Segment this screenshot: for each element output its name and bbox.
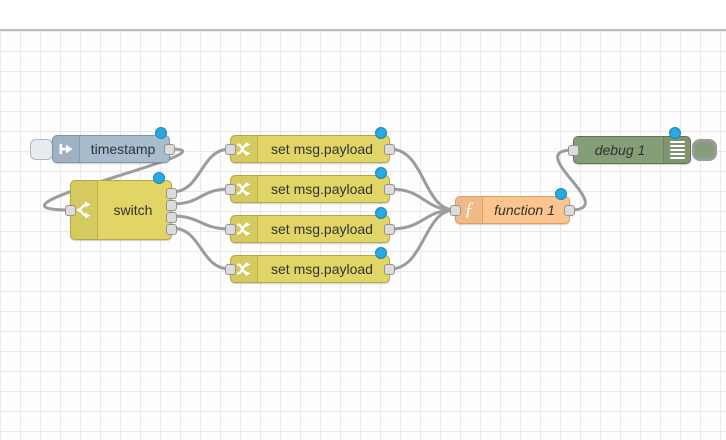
output-port[interactable]: [384, 143, 395, 155]
inject-arrow-icon: [53, 136, 80, 162]
input-port[interactable]: [65, 204, 76, 216]
node-label: set msg.payload: [271, 261, 373, 277]
output-port-1[interactable]: [166, 187, 177, 199]
node-label: switch: [113, 202, 153, 218]
output-port-2[interactable]: [166, 199, 177, 211]
node-debug-1[interactable]: debug 1: [568, 127, 691, 164]
input-port[interactable]: [225, 143, 236, 155]
node-change-2[interactable]: set msg.payload: [225, 167, 395, 203]
header-strip: [0, 0, 726, 31]
input-port[interactable]: [225, 223, 236, 235]
wire-timestamp-to-switch[interactable]: [43, 147, 185, 212]
output-port-3[interactable]: [166, 211, 177, 223]
node-inject-timestamp[interactable]: timestamp: [52, 127, 175, 163]
changed-indicator-dot: [153, 172, 165, 184]
input-port[interactable]: [450, 204, 461, 216]
node-label: set msg.payload: [271, 221, 373, 237]
wire-change1-to-function[interactable]: [388, 147, 457, 212]
wire-change4-to-function[interactable]: [388, 208, 457, 271]
debug-toggle-button[interactable]: [692, 139, 717, 161]
wire-switch4-to-change4[interactable]: [170, 226, 232, 271]
wire-switch3-to-change3[interactable]: [170, 214, 232, 231]
node-label: timestamp: [90, 141, 156, 157]
output-port[interactable]: [384, 223, 395, 235]
output-port[interactable]: [384, 183, 395, 195]
changed-indicator-dot: [155, 127, 167, 139]
node-change-4[interactable]: set msg.payload: [225, 247, 395, 283]
switch-fork-icon: [71, 181, 98, 239]
wire-switch2-to-change2[interactable]: [170, 187, 232, 206]
output-port[interactable]: [564, 204, 575, 216]
changed-indicator-dot: [375, 207, 387, 219]
node-switch[interactable]: switch: [65, 172, 177, 240]
output-port[interactable]: [164, 143, 175, 155]
changed-indicator-dot: [375, 247, 387, 259]
changed-indicator-dot: [375, 167, 387, 179]
output-port-4[interactable]: [166, 223, 177, 235]
wire-switch1-to-change1[interactable]: [170, 147, 232, 194]
input-port[interactable]: [568, 144, 579, 156]
changed-indicator-dot: [555, 188, 567, 200]
wire-function-to-debug[interactable]: [556, 148, 587, 212]
input-port[interactable]: [225, 263, 236, 275]
node-label: set msg.payload: [271, 181, 373, 197]
changed-indicator-dot: [375, 127, 387, 139]
node-label: debug 1: [594, 142, 646, 158]
node-label: function 1: [494, 202, 555, 218]
debug-list-icon: [663, 137, 690, 163]
changed-indicator-dot: [669, 127, 681, 139]
node-function-1[interactable]: ƒ function 1: [450, 188, 575, 224]
node-change-3[interactable]: set msg.payload: [225, 207, 395, 243]
node-change-1[interactable]: set msg.payload: [225, 127, 395, 163]
node-label: set msg.payload: [271, 141, 373, 157]
inject-trigger-button[interactable]: [30, 139, 53, 160]
output-port[interactable]: [384, 263, 395, 275]
input-port[interactable]: [225, 183, 236, 195]
shuffle-icon: [231, 216, 258, 242]
